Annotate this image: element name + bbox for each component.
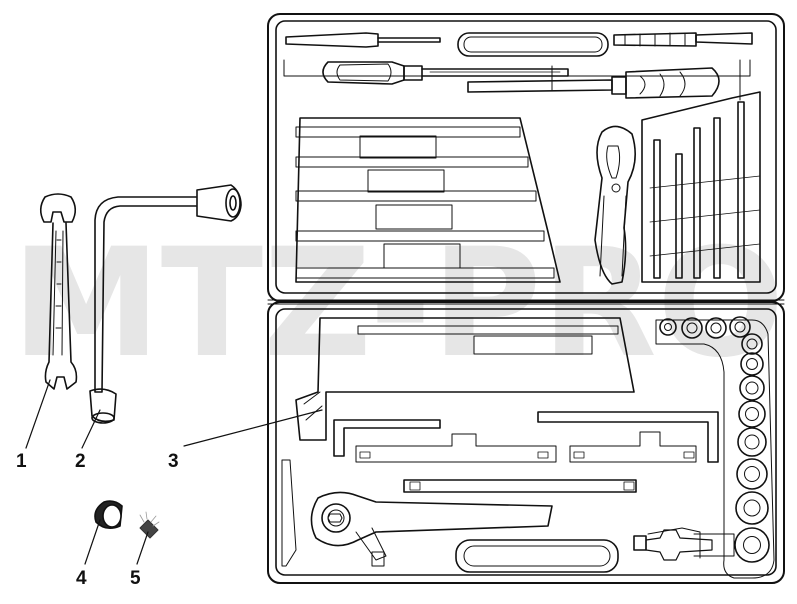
brush-icon — [139, 511, 160, 539]
callout-4: 4 — [76, 568, 87, 589]
socket-set — [659, 316, 770, 563]
callout-5: 5 — [130, 568, 141, 589]
open-end-wrench-icon — [39, 193, 78, 390]
tool-case-icon — [267, 13, 785, 584]
callout-2: 2 — [75, 451, 86, 472]
rubber-grommet-icon — [94, 500, 123, 530]
case-base — [267, 301, 785, 584]
callout-1: 1 — [16, 451, 27, 472]
callout-3: 3 — [168, 451, 179, 472]
leader-lines — [25, 379, 323, 565]
